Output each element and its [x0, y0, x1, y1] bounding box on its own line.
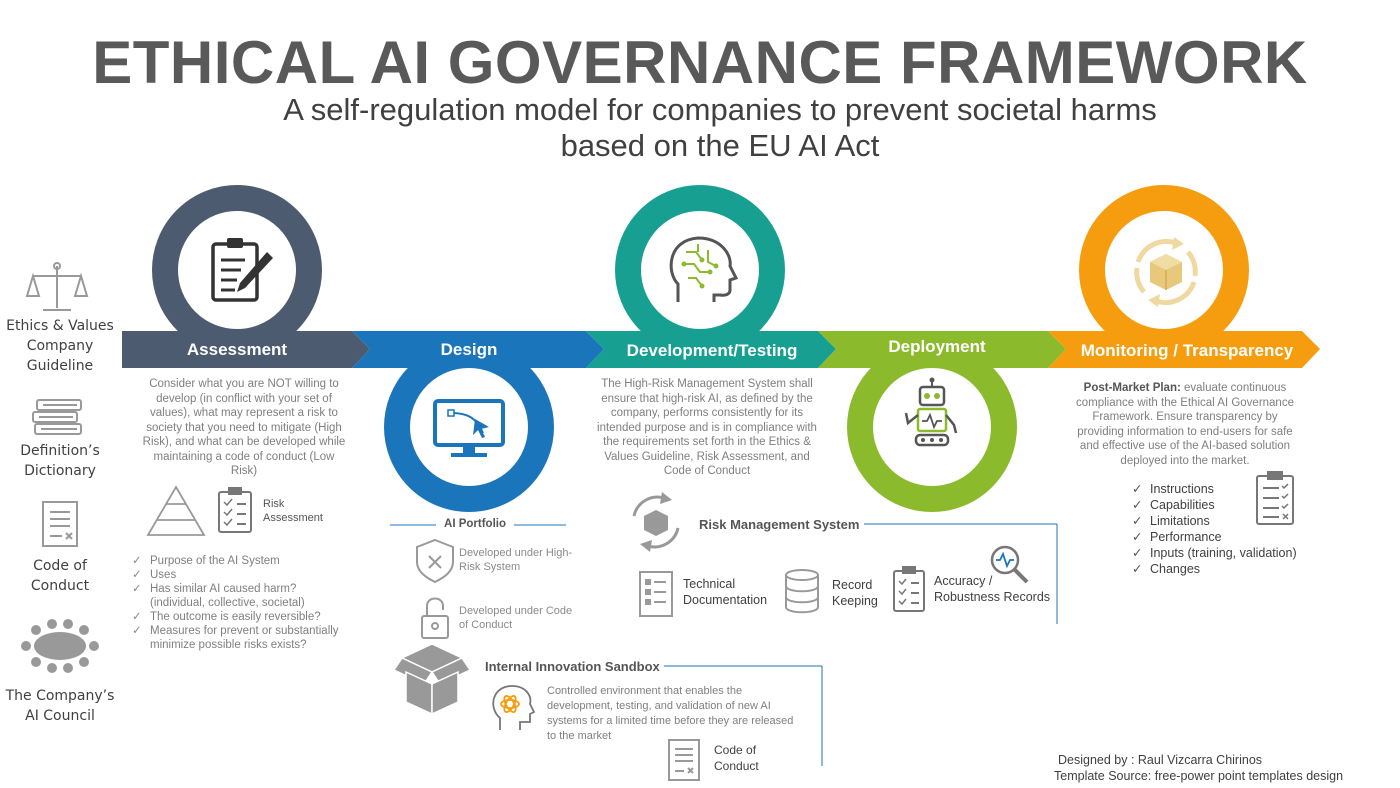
monitoring-list-item: Capabilities — [1132, 497, 1312, 513]
rms-cycle-icon — [632, 492, 680, 552]
designed-by: Designed by : Raul Vizcarra Chirinos — [1058, 753, 1263, 767]
shield-x-icon — [416, 538, 454, 584]
checklist-item: Measures for prevent or substantially — [130, 624, 370, 638]
record-keeping-label: Record Keeping — [832, 578, 878, 608]
books-icon — [32, 399, 82, 435]
development-ring — [615, 185, 785, 355]
assessment-checklist: Purpose of the AI System Uses Has simila… — [130, 554, 370, 652]
monitoring-list-item: Changes — [1132, 561, 1312, 577]
checklist-item-continued: minimize possible risks exists? — [150, 639, 307, 651]
ai-portfolio-title: AI Portfolio — [444, 518, 506, 530]
checklist-item: Has similar AI caused harm? — [130, 582, 370, 596]
monitoring-list: Instructions Capabilities Limitations Pe… — [1132, 481, 1312, 577]
ethics-values-label: Ethics & Values Company Guideline — [6, 318, 114, 374]
monitoring-arrow — [1048, 331, 1320, 368]
deployment-arrow — [818, 331, 1066, 368]
checklist-item: Uses — [130, 568, 370, 582]
sandbox-code-doc-icon — [668, 739, 700, 781]
scales-icon — [25, 262, 89, 311]
post-market-plan-label: Post-Market Plan: — [1083, 382, 1181, 394]
rms-title: Risk Management System — [699, 517, 860, 532]
monitoring-list-item: Performance — [1132, 529, 1312, 545]
design-arrow — [352, 331, 604, 368]
monitoring-list-item: Instructions — [1132, 481, 1312, 497]
technical-documentation-label: Technical Documentation — [683, 577, 768, 607]
monitoring-list-item: Inputs (training, validation) — [1132, 545, 1312, 561]
database-icon — [785, 569, 819, 614]
checklist-item: Purpose of the AI System — [130, 554, 370, 568]
checklist-item: The outcome is easily reversible? — [130, 610, 370, 624]
page-title: ETHICAL AI GOVERNANCE FRAMEWORK — [92, 29, 1308, 96]
stage-label-development: Development/Testing — [626, 341, 798, 360]
checklist-item-continued: (individual, collective, societal) — [150, 597, 305, 609]
risk-checklist-icon — [218, 487, 252, 533]
design-ring — [384, 342, 554, 512]
subtitle-line-1: A self-regulation model for companies to… — [283, 92, 1157, 127]
subtitle-line-2: based on the EU AI Act — [560, 128, 880, 163]
deployment-ring — [847, 342, 1017, 512]
document-icon — [42, 501, 78, 547]
technical-doc-icon — [639, 571, 673, 617]
accuracy-checklist-icon — [893, 566, 925, 612]
accuracy-records-label: Accuracy / Robustness Records — [934, 574, 1051, 604]
magnifier-chart-icon — [990, 545, 1029, 584]
risk-assessment-label: Risk Assessment — [263, 498, 323, 524]
monitoring-list-item: Limitations — [1132, 513, 1312, 529]
clipboard-pen-icon — [211, 238, 273, 302]
open-box-icon — [392, 643, 472, 716]
code-of-conduct-label: Code of Conduct — [30, 558, 90, 594]
open-lock-icon — [421, 597, 449, 639]
stage-label-deployment: Deployment — [888, 337, 986, 356]
atom-head-icon — [492, 685, 536, 730]
pyramid-icon — [146, 485, 206, 536]
assessment-arrow — [122, 331, 370, 368]
stage-label-assessment: Assessment — [186, 340, 288, 359]
monitor-vector-icon — [433, 399, 505, 457]
template-source: Template Source: free-power point templa… — [1054, 769, 1344, 783]
development-arrow — [586, 331, 836, 368]
code-of-conduct-item: Developed under Code of Conduct — [459, 605, 573, 631]
dictionary-label: Definition’s Dictionary — [20, 443, 100, 479]
ai-head-icon — [669, 236, 739, 302]
stage-label-monitoring: Monitoring / Transparency — [1080, 341, 1294, 360]
development-description: The High-Risk Management System shall en… — [597, 378, 817, 477]
conference-table-icon — [21, 619, 99, 673]
sandbox-code-of-conduct: Code of Conduct — [714, 743, 759, 773]
high-risk-item: Developed under High- Risk System — [459, 547, 573, 573]
sandbox-description: Controlled environment that enables the … — [547, 685, 794, 742]
box-cycle-icon — [1134, 237, 1198, 307]
sandbox-title: Internal Innovation Sandbox — [485, 659, 660, 674]
ai-council-label: The Company’s AI Council — [5, 688, 115, 724]
monitoring-description: Post-Market Plan: evaluate continuous co… — [1076, 382, 1294, 467]
robot-icon — [904, 377, 958, 447]
stage-label-design: Design — [440, 340, 498, 359]
page-subtitle: A self-regulation model for companies to… — [150, 92, 1290, 164]
assessment-description: Consider what you are NOT willing to dev… — [142, 378, 346, 477]
